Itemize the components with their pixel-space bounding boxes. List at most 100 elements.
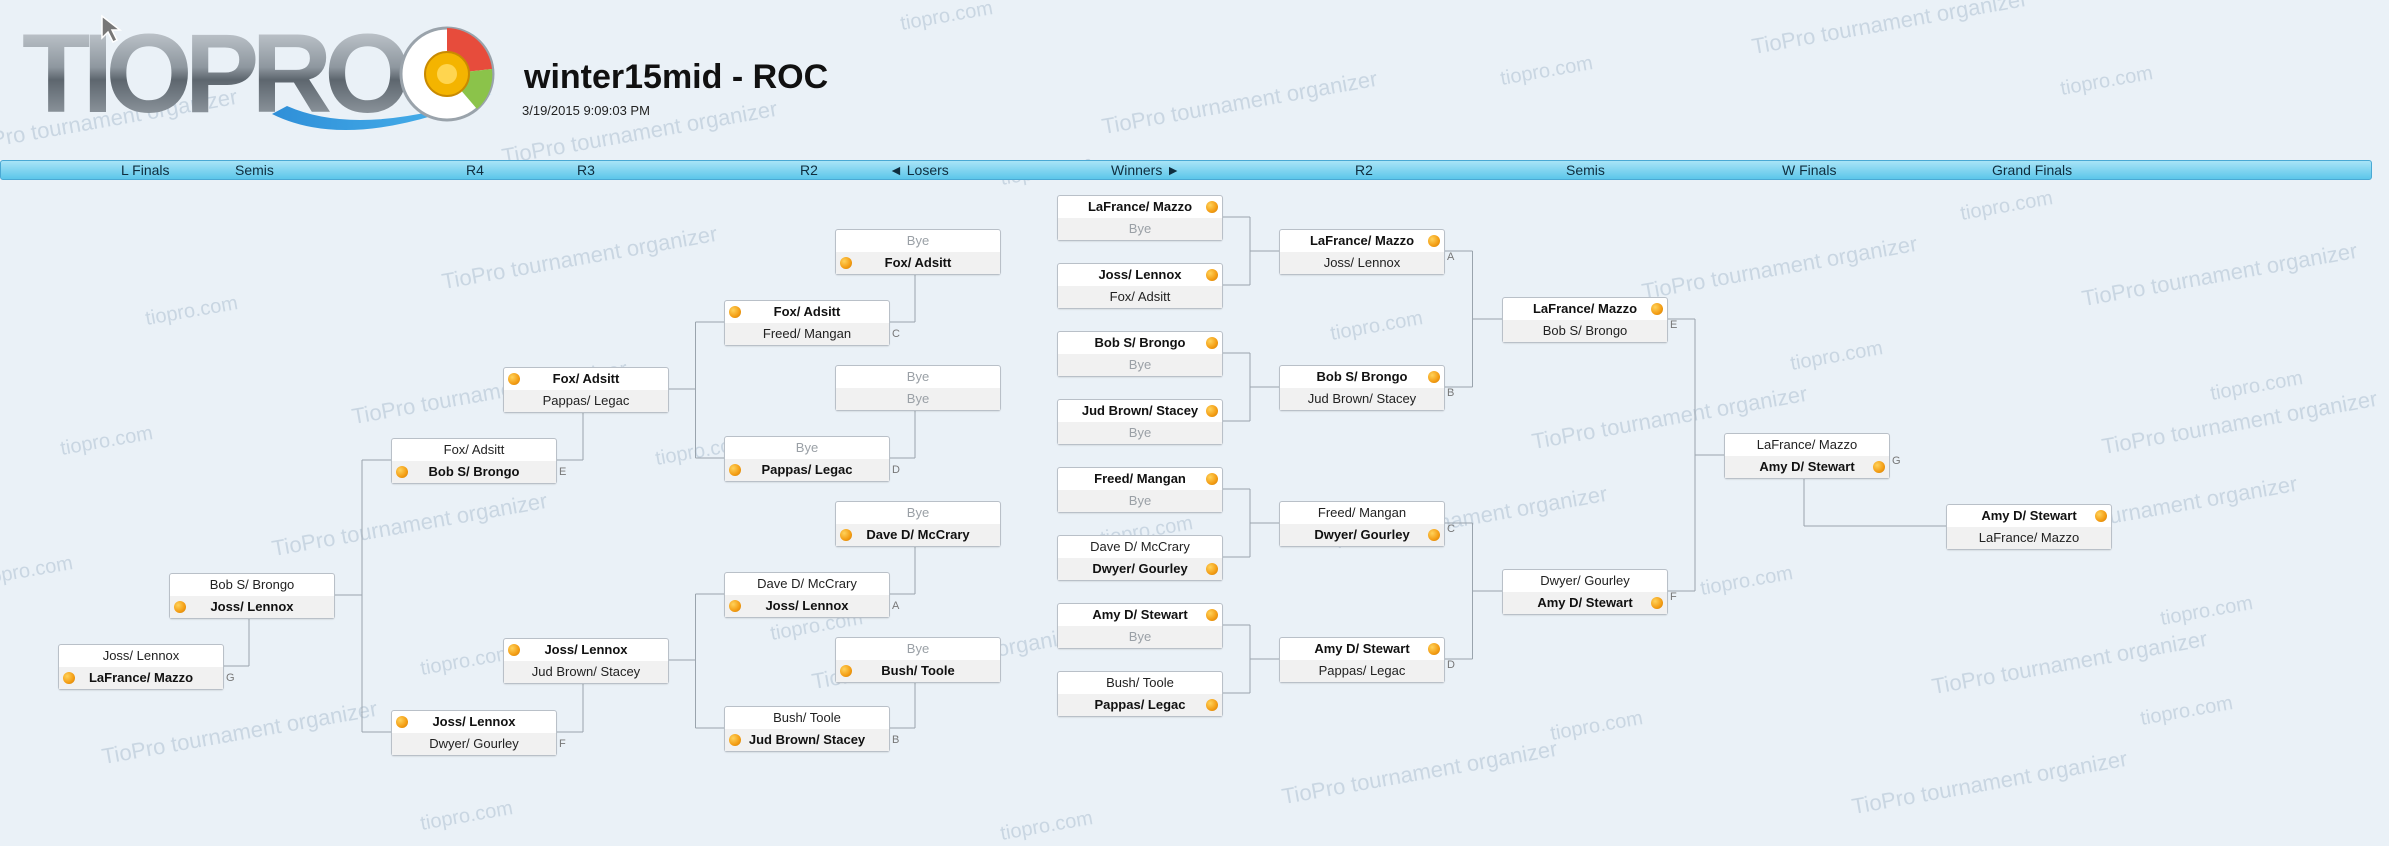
winner-team-name[interactable]: Joss/ Lennox (725, 595, 889, 617)
winner-team-name[interactable]: Freed/ Mangan (1058, 468, 1222, 491)
team-name[interactable]: Freed/ Mangan (1280, 502, 1444, 525)
team-name[interactable]: Bye (1058, 626, 1222, 648)
round-label-losers[interactable]: ◄ Losers (889, 162, 949, 178)
winner-team-name[interactable]: Bob S/ Brongo (392, 461, 556, 483)
winner-team-name[interactable]: Joss/ Lennox (170, 596, 334, 618)
winner-team-name[interactable]: Pappas/ Legac (725, 459, 889, 481)
round-label-w-finals[interactable]: W Finals (1782, 162, 1837, 178)
team-name[interactable]: Bye (725, 437, 889, 460)
team-name[interactable]: Bye (1058, 490, 1222, 512)
round-label-w-r2[interactable]: R2 (1355, 162, 1373, 178)
round-label-l-r3[interactable]: R3 (577, 162, 595, 178)
winner-team-name[interactable]: Bob S/ Brongo (1280, 366, 1444, 389)
winner-team-name[interactable]: Joss/ Lennox (1058, 264, 1222, 287)
team-name[interactable]: Bob S/ Brongo (1503, 320, 1667, 342)
winner-team-name[interactable]: Fox/ Adsitt (504, 368, 668, 391)
winner-team-name[interactable]: Bob S/ Brongo (1058, 332, 1222, 355)
winner-team-name[interactable]: Pappas/ Legac (1058, 694, 1222, 716)
winner-team-name[interactable]: Amy D/ Stewart (1503, 592, 1667, 614)
round-label-w-semis[interactable]: Semis (1566, 162, 1605, 178)
team-name[interactable]: Bye (836, 502, 1000, 525)
winner-team-name[interactable]: Amy D/ Stewart (1280, 638, 1444, 661)
winner-team-name[interactable]: LaFrance/ Mazzo (1280, 230, 1444, 253)
winner-team-name[interactable]: LaFrance/ Mazzo (1503, 298, 1667, 321)
round-label-grand-finals[interactable]: Grand Finals (1992, 162, 2073, 178)
winner-team-name[interactable]: Amy D/ Stewart (1058, 604, 1222, 627)
winner-team-name[interactable]: Bush/ Toole (836, 660, 1000, 682)
team-name[interactable]: Jud Brown/ Stacey (504, 661, 668, 683)
team-name[interactable]: Bye (1058, 354, 1222, 376)
team-name[interactable]: Bush/ Toole (1058, 672, 1222, 695)
team-name[interactable]: Bye (836, 366, 1000, 389)
winner-team-name[interactable]: Jud Brown/ Stacey (1058, 400, 1222, 423)
winner-team-name[interactable]: Fox/ Adsitt (836, 252, 1000, 274)
team-name[interactable]: Bye (836, 388, 1000, 410)
winner-team-name[interactable]: Joss/ Lennox (392, 711, 556, 734)
team-name[interactable]: Fox/ Adsitt (1058, 286, 1222, 308)
team-name[interactable]: Dwyer/ Gourley (1503, 570, 1667, 593)
round-label-l-semis[interactable]: Semis (235, 162, 274, 178)
round-label-winners[interactable]: Winners ► (1111, 162, 1181, 178)
team-name[interactable]: Freed/ Mangan (725, 323, 889, 345)
team-name[interactable]: Bye (1058, 218, 1222, 240)
team-name[interactable]: Bye (1058, 422, 1222, 444)
winner-team-name[interactable]: LaFrance/ Mazzo (1058, 196, 1222, 219)
team-name[interactable]: LaFrance/ Mazzo (1947, 527, 2111, 549)
winner-team-name[interactable]: Dwyer/ Gourley (1280, 524, 1444, 546)
round-label-l-finals[interactable]: L Finals (121, 162, 170, 178)
team-name[interactable]: Joss/ Lennox (59, 645, 223, 668)
team-name[interactable]: Dwyer/ Gourley (392, 733, 556, 755)
winner-team-name[interactable]: Amy D/ Stewart (1725, 456, 1889, 478)
team-name[interactable]: Fox/ Adsitt (392, 439, 556, 462)
winner-team-name[interactable]: Amy D/ Stewart (1947, 505, 2111, 528)
team-name[interactable]: Bye (836, 638, 1000, 661)
round-label-l-r2[interactable]: R2 (800, 162, 818, 178)
team-name[interactable]: Pappas/ Legac (504, 390, 668, 412)
team-name[interactable]: Bye (836, 230, 1000, 253)
round-label-l-r4[interactable]: R4 (466, 162, 484, 178)
winner-team-name[interactable]: Dwyer/ Gourley (1058, 558, 1222, 580)
team-name[interactable]: Jud Brown/ Stacey (1280, 388, 1444, 410)
team-name[interactable]: Joss/ Lennox (1280, 252, 1444, 274)
winner-team-name[interactable]: Jud Brown/ Stacey (725, 729, 889, 751)
winner-team-name[interactable]: LaFrance/ Mazzo (59, 667, 223, 689)
winner-team-name[interactable]: Fox/ Adsitt (725, 301, 889, 324)
team-name[interactable]: Bob S/ Brongo (170, 574, 334, 597)
team-name[interactable]: LaFrance/ Mazzo (1725, 434, 1889, 457)
winner-team-name[interactable]: Dave D/ McCrary (836, 524, 1000, 546)
team-name[interactable]: Pappas/ Legac (1280, 660, 1444, 682)
winner-team-name[interactable]: Joss/ Lennox (504, 639, 668, 662)
team-name[interactable]: Bush/ Toole (725, 707, 889, 730)
team-name[interactable]: Dave D/ McCrary (1058, 536, 1222, 559)
